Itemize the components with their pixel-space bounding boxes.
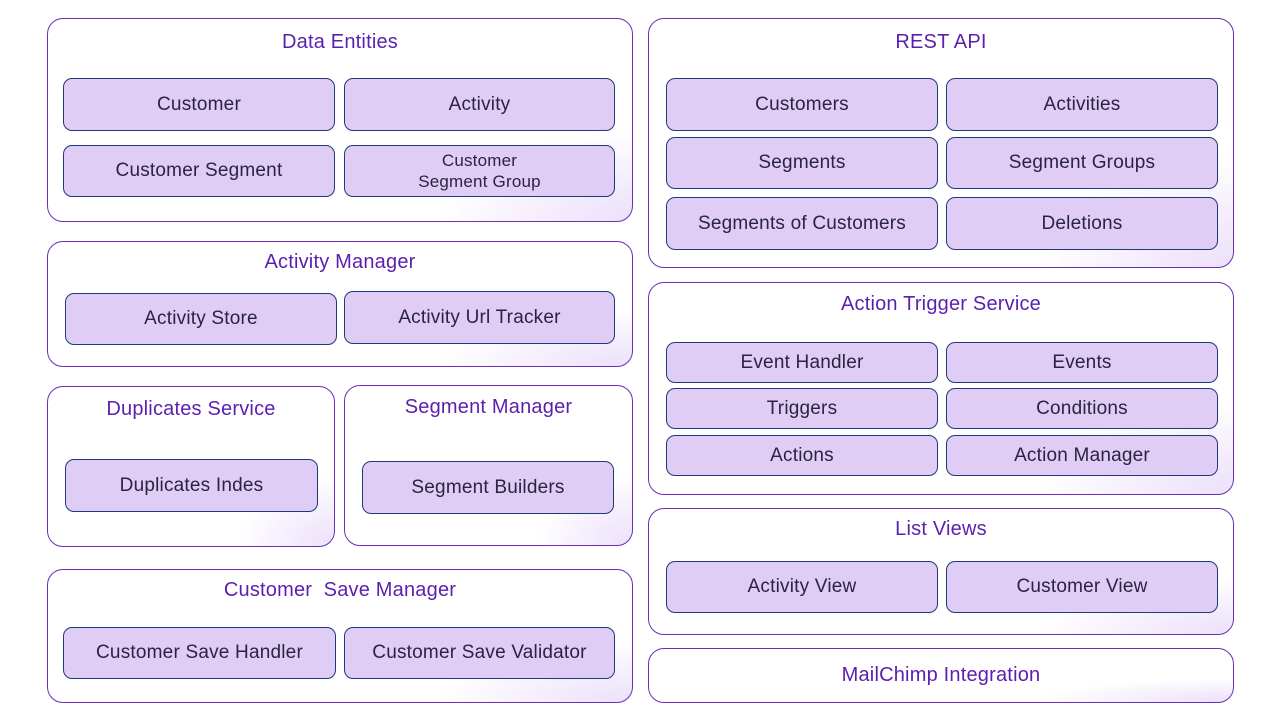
component-customers-endpoint[interactable]: Customers [666, 78, 938, 131]
component-activity[interactable]: Activity [344, 78, 615, 131]
component-action-manager[interactable]: Action Manager [946, 435, 1218, 476]
component-customer-segment-group[interactable]: Customer Segment Group [344, 145, 615, 197]
panel-title: Action Trigger Service [840, 293, 1042, 315]
component-segments-endpoint[interactable]: Segments [666, 137, 938, 189]
component-customer[interactable]: Customer [63, 78, 335, 131]
component-segment-groups-endpoint[interactable]: Segment Groups [946, 137, 1218, 189]
panel-duplicates-service: Duplicates Service Duplicates Indes [47, 386, 335, 547]
component-events[interactable]: Events [946, 342, 1218, 383]
component-customer-segment[interactable]: Customer Segment [63, 145, 335, 197]
component-actions[interactable]: Actions [666, 435, 938, 476]
panel-mailchimp-integration[interactable]: MailChimp Integration [648, 648, 1234, 703]
panel-list-views: List Views Activity View Customer View [648, 508, 1234, 635]
component-duplicates-index[interactable]: Duplicates Indes [65, 459, 318, 512]
component-deletions-endpoint[interactable]: Deletions [946, 197, 1218, 250]
panel-title: Segment Manager [404, 396, 573, 418]
panel-title: MailChimp Integration [841, 664, 1041, 686]
component-activity-store[interactable]: Activity Store [65, 293, 337, 345]
panel-title: List Views [895, 518, 987, 540]
component-activity-url-tracker[interactable]: Activity Url Tracker [344, 291, 615, 344]
panel-title: Data Entities [282, 31, 398, 53]
panel-activity-manager: Activity Manager Activity Store Activity… [47, 241, 633, 367]
component-segments-of-customers-endpoint[interactable]: Segments of Customers [666, 197, 938, 250]
panel-segment-manager: Segment Manager Segment Builders [344, 385, 633, 546]
component-customer-view[interactable]: Customer View [946, 561, 1218, 613]
component-segment-builders[interactable]: Segment Builders [362, 461, 614, 514]
component-conditions[interactable]: Conditions [946, 388, 1218, 429]
component-activity-view[interactable]: Activity View [666, 561, 938, 613]
component-customer-save-validator[interactable]: Customer Save Validator [344, 627, 615, 679]
component-activities-endpoint[interactable]: Activities [946, 78, 1218, 131]
component-customer-save-handler[interactable]: Customer Save Handler [63, 627, 336, 679]
panel-rest-api: REST API Customers Activities Segments S… [648, 18, 1234, 268]
panel-title: Duplicates Service [106, 398, 276, 420]
component-event-handler[interactable]: Event Handler [666, 342, 938, 383]
panel-data-entities: Data Entities Customer Activity Customer… [47, 18, 633, 222]
panel-customer-save-manager: Customer Save Manager Customer Save Hand… [47, 569, 633, 703]
panel-title: REST API [895, 31, 987, 53]
panel-title: Activity Manager [264, 251, 416, 273]
panel-title: Customer Save Manager [223, 579, 457, 601]
panel-action-trigger-service: Action Trigger Service Event Handler Eve… [648, 282, 1234, 495]
component-triggers[interactable]: Triggers [666, 388, 938, 429]
